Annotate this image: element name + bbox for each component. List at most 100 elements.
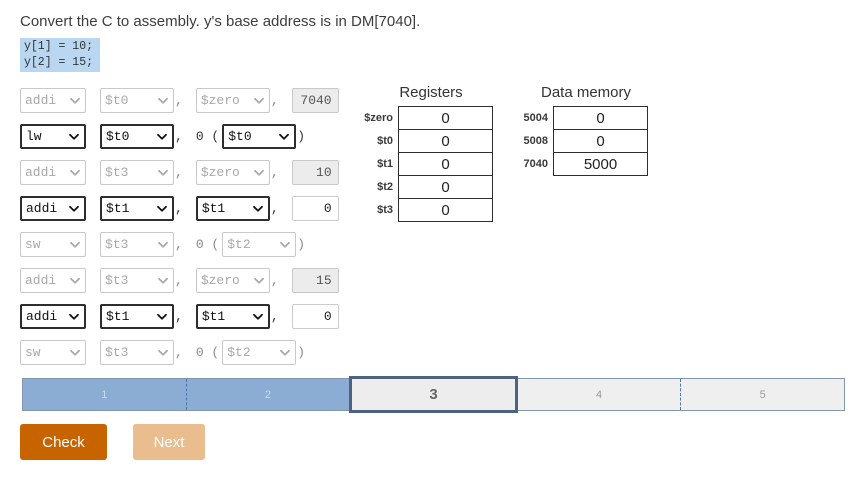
register-label: $t2 [377, 181, 393, 193]
chevron-down-icon [158, 169, 168, 176]
opcode-select: addi [20, 268, 86, 293]
immediate-input [291, 88, 339, 113]
immediate-input[interactable] [291, 196, 339, 221]
chevron-down-icon [70, 349, 80, 356]
comma: , [270, 309, 279, 324]
mem-open-text: 0 ( [195, 345, 220, 360]
mem-open-text: 0 ( [195, 129, 220, 144]
chevron-down-icon [279, 133, 290, 140]
chevron-down-icon [70, 241, 80, 248]
opcode-select[interactable]: addi [20, 304, 86, 329]
chevron-down-icon [280, 241, 291, 248]
opcode-select-value: addi [26, 201, 58, 216]
register-value-cell: 0 [398, 106, 493, 130]
rs-select-value: $zero [200, 165, 240, 180]
code-line: y[2] = 15; [24, 56, 94, 69]
progress-step-2[interactable]: 2 [185, 379, 350, 410]
base-register-select: $t2 [222, 232, 297, 257]
chevron-down-icon [280, 349, 291, 356]
chevron-down-icon [70, 97, 80, 104]
data-memory-title: Data memory [540, 84, 632, 101]
page-title: Convert the C to assembly. y's base addr… [20, 13, 421, 30]
register-label: $t3 [377, 204, 393, 216]
chevron-down-icon [157, 133, 167, 140]
chevron-down-icon [253, 277, 264, 284]
table-row: $t2 0 [369, 175, 493, 199]
opcode-select[interactable]: addi [20, 196, 86, 221]
opcode-select[interactable]: lw [20, 124, 86, 149]
memory-value-cell: 0 [553, 106, 648, 130]
instruction-row: addi$t3,$zero, [20, 268, 339, 293]
comma: , [175, 93, 183, 108]
mem-close-text: ) [297, 129, 306, 144]
rs-select[interactable]: $t1 [195, 304, 270, 329]
table-row: 5004 0 [524, 106, 648, 130]
instruction-row: lw$t0,0 ($t0) [20, 124, 339, 149]
progress-step-4[interactable]: 4 [517, 379, 681, 410]
chevron-down-icon [158, 97, 168, 104]
base-register-select-value: $t2 [227, 345, 251, 360]
progress-step-5[interactable]: 5 [680, 379, 844, 410]
immediate-input [291, 160, 339, 185]
opcode-select: addi [20, 88, 86, 113]
comma: , [270, 201, 279, 216]
check-button[interactable]: Check [20, 424, 107, 460]
memory-address-label: 5004 [523, 112, 548, 124]
instruction-row: addi$t1,$t1, [20, 196, 339, 221]
instruction-row: addi $t1, $t1, [20, 304, 339, 329]
opcode-select-value: addi [25, 93, 57, 108]
comma: , [175, 165, 183, 180]
comma: , [175, 273, 183, 288]
rt-select-value: $t1 [106, 201, 130, 216]
comma: , [175, 237, 183, 252]
instruction-row: addi$t0,$zero, [20, 88, 339, 113]
rt-select-value: $t3 [105, 237, 129, 252]
instruction-row: sw$t3,0 ($t2) [20, 340, 339, 365]
chevron-down-icon [253, 169, 264, 176]
table-row: $zero 0 [364, 106, 493, 130]
chevron-down-icon [253, 97, 264, 104]
register-value-cell: 0 [398, 152, 493, 176]
next-button[interactable]: Next [133, 424, 205, 460]
opcode-select: addi [20, 160, 86, 185]
rs-select-value: $zero [200, 93, 240, 108]
rt-select-value: $t3 [105, 165, 129, 180]
register-value-cell: 0 [398, 175, 493, 199]
rt-select: $t3 [100, 340, 174, 365]
comma: , [175, 309, 183, 324]
comma: , [175, 129, 183, 144]
register-label: $zero [364, 112, 393, 124]
opcode-select-value: addi [26, 309, 58, 324]
chevron-down-icon [158, 349, 168, 356]
progress-step-3[interactable]: 3 [349, 376, 518, 413]
register-label: $t1 [377, 158, 393, 170]
chevron-down-icon [158, 241, 168, 248]
opcode-select-value: addi [25, 165, 57, 180]
chevron-down-icon [158, 277, 168, 284]
rs-select: $zero [195, 268, 270, 293]
memory-value-cell: 5000 [553, 152, 648, 176]
base-register-select[interactable]: $t0 [222, 124, 297, 149]
rt-select-value: $t0 [105, 93, 129, 108]
rt-select-value: $t3 [105, 345, 129, 360]
code-line: y[1] = 10; [24, 40, 94, 53]
rt-select-value: $t1 [106, 309, 130, 324]
comma: , [270, 273, 279, 288]
rt-select: $t3 [100, 268, 174, 293]
opcode-select-value: lw [26, 129, 42, 144]
rs-select[interactable]: $t1 [195, 196, 270, 221]
progress-step-1[interactable]: 1 [23, 379, 186, 410]
chevron-down-icon [69, 133, 79, 140]
rt-select[interactable]: $t1 [100, 196, 174, 221]
opcode-select: sw [20, 340, 86, 365]
rs-select-value: $t1 [201, 309, 226, 324]
rt-select[interactable]: $t1 [100, 304, 174, 329]
immediate-input[interactable] [291, 304, 339, 329]
rt-select[interactable]: $t0 [100, 124, 174, 149]
rs-select: $zero [195, 160, 270, 185]
chevron-down-icon [70, 169, 80, 176]
